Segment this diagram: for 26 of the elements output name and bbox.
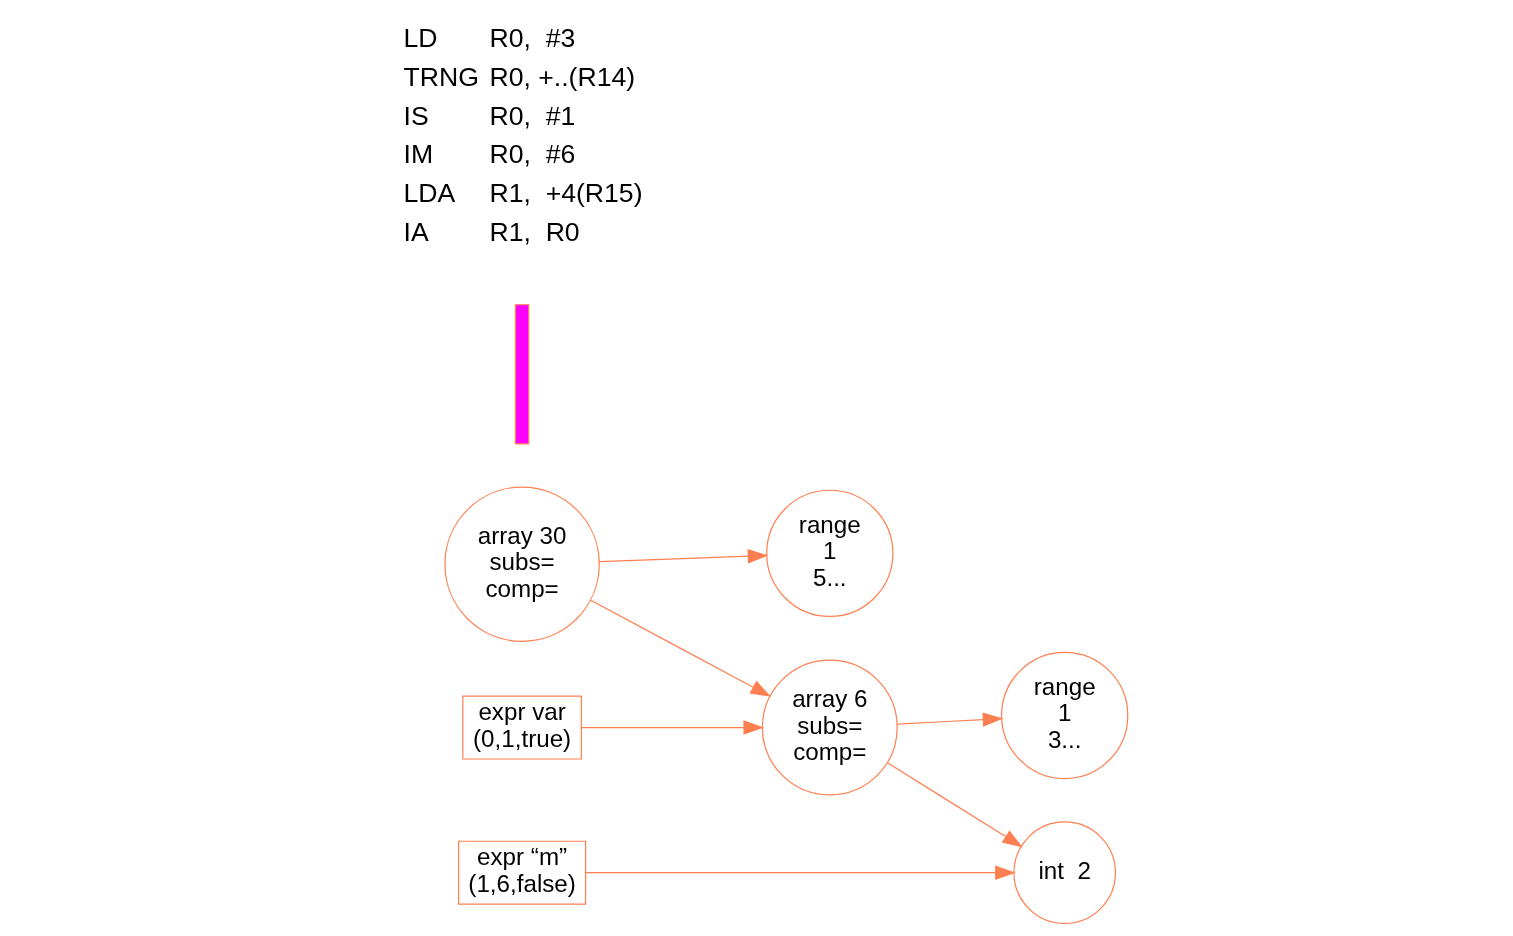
arrow — [589, 598, 771, 697]
label: LDA — [403, 177, 455, 208]
label: IM — [403, 138, 433, 169]
label: IA — [403, 216, 429, 247]
label: TRNG — [403, 61, 479, 92]
label: R0, #3 — [488, 22, 575, 53]
label: R1, +4(R15) — [488, 177, 643, 208]
arrow — [598, 548, 768, 563]
label: R1, R0 — [488, 216, 580, 247]
label: IS — [403, 100, 429, 131]
node-box: expr “m” (1,6,false) — [457, 840, 586, 905]
node-circle: array 30 subs= comp= — [443, 485, 600, 642]
label: R0, +..(R14) — [488, 61, 635, 92]
arrow — [580, 719, 764, 735]
label: R0, #1 — [488, 100, 575, 131]
node-circle: range 1 5... — [765, 489, 893, 617]
arrow — [584, 865, 1016, 880]
node-circle: range 1 3... — [1000, 651, 1128, 779]
arrow — [886, 761, 1023, 847]
node-circle: array 6 subs= comp= — [761, 659, 898, 796]
label: R0, #6 — [488, 138, 575, 169]
label: LD — [403, 22, 438, 53]
node-box: expr var (0,1,true) — [461, 694, 582, 760]
arrow — [896, 711, 1003, 727]
node-bar — [514, 303, 529, 444]
node-circle: int 2 — [1012, 820, 1116, 924]
